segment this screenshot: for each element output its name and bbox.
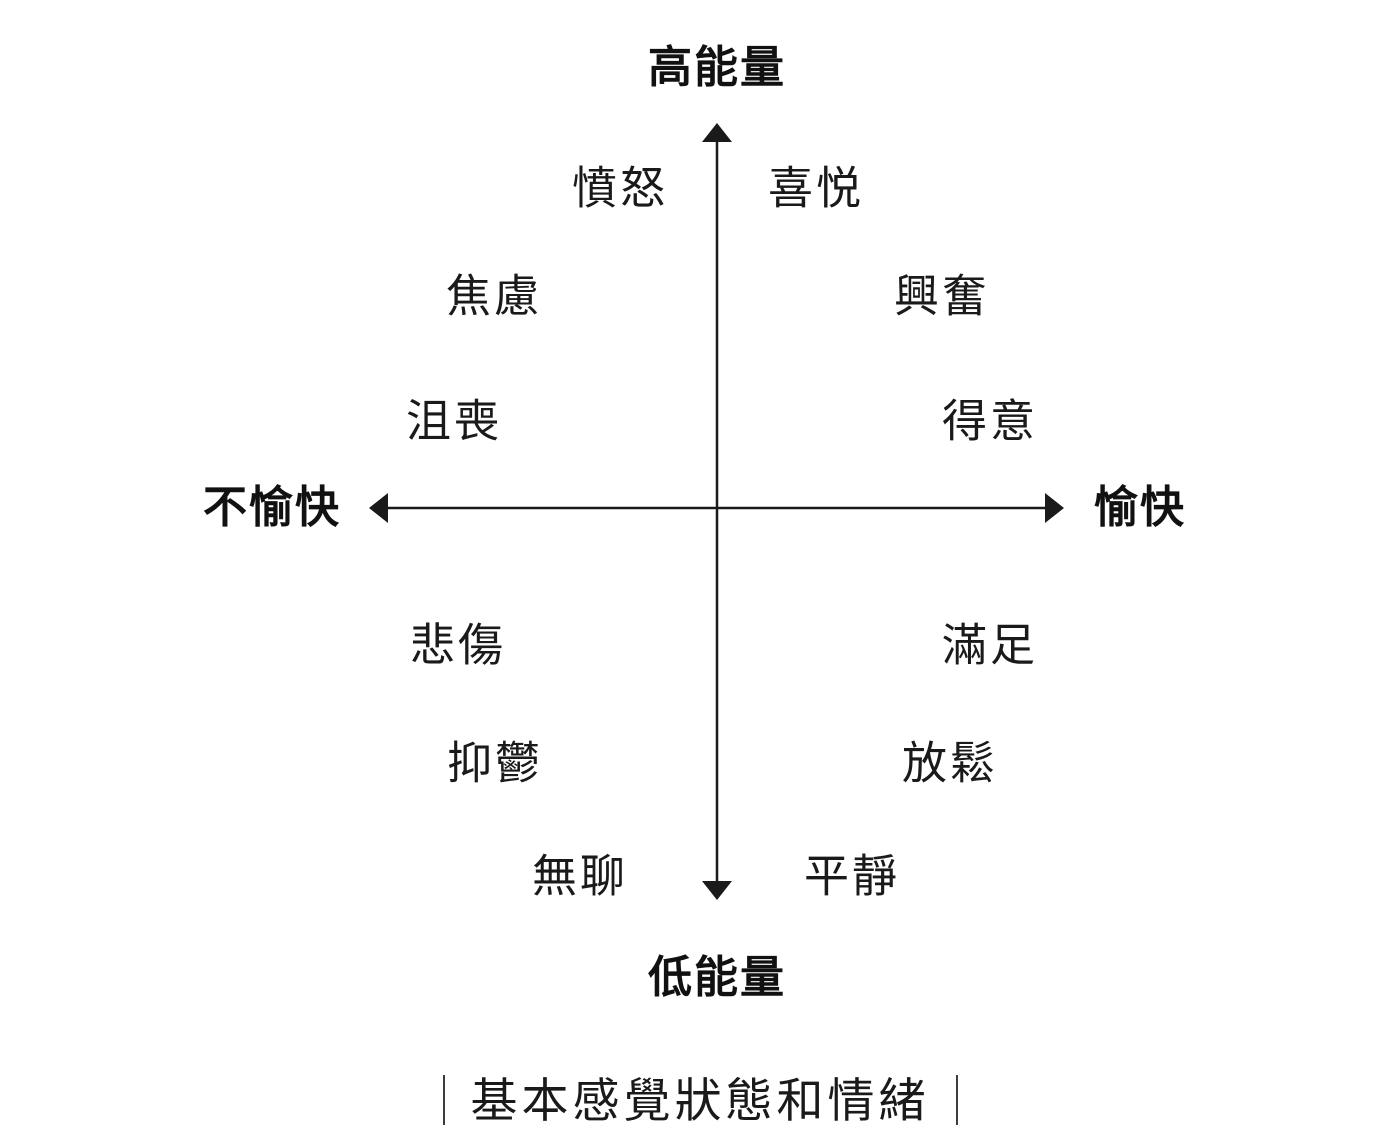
emotion-label-boredom: 無聊 xyxy=(531,850,629,902)
emotion-label-anxiety: 焦慮 xyxy=(445,270,543,322)
axis-label-pleasant: 愉快 xyxy=(1094,483,1186,532)
axis-label-low-energy: 低能量 xyxy=(648,953,786,1002)
axis-label-unpleasant: 不愉快 xyxy=(203,483,341,532)
emotion-label-joy: 喜悦 xyxy=(767,162,865,214)
emotion-label-contentment: 滿足 xyxy=(941,619,1039,671)
emotion-label-frustration: 沮喪 xyxy=(405,395,503,447)
emotion-label-depression: 抑鬱 xyxy=(446,737,544,789)
emotion-label-anger: 憤怒 xyxy=(571,162,669,214)
arrow-up-icon xyxy=(702,123,732,142)
caption-text: 基本感覺狀態和情緒 xyxy=(470,1073,930,1127)
axis-label-high-energy: 高能量 xyxy=(648,43,786,92)
caption-divider-right xyxy=(955,1075,958,1125)
emotion-label-pride: 得意 xyxy=(941,395,1039,447)
arrow-right-icon xyxy=(1045,493,1064,523)
arrow-down-icon xyxy=(702,881,732,900)
emotion-label-calm: 平靜 xyxy=(803,850,901,902)
caption: 基本感覺狀態和情緒 xyxy=(0,1075,1400,1125)
arrow-left-icon xyxy=(369,493,388,523)
emotion-label-sadness: 悲傷 xyxy=(409,619,507,671)
emotion-label-excitement: 興奮 xyxy=(893,270,991,322)
caption-divider-left xyxy=(442,1075,445,1125)
emotion-label-relaxation: 放鬆 xyxy=(901,737,999,789)
